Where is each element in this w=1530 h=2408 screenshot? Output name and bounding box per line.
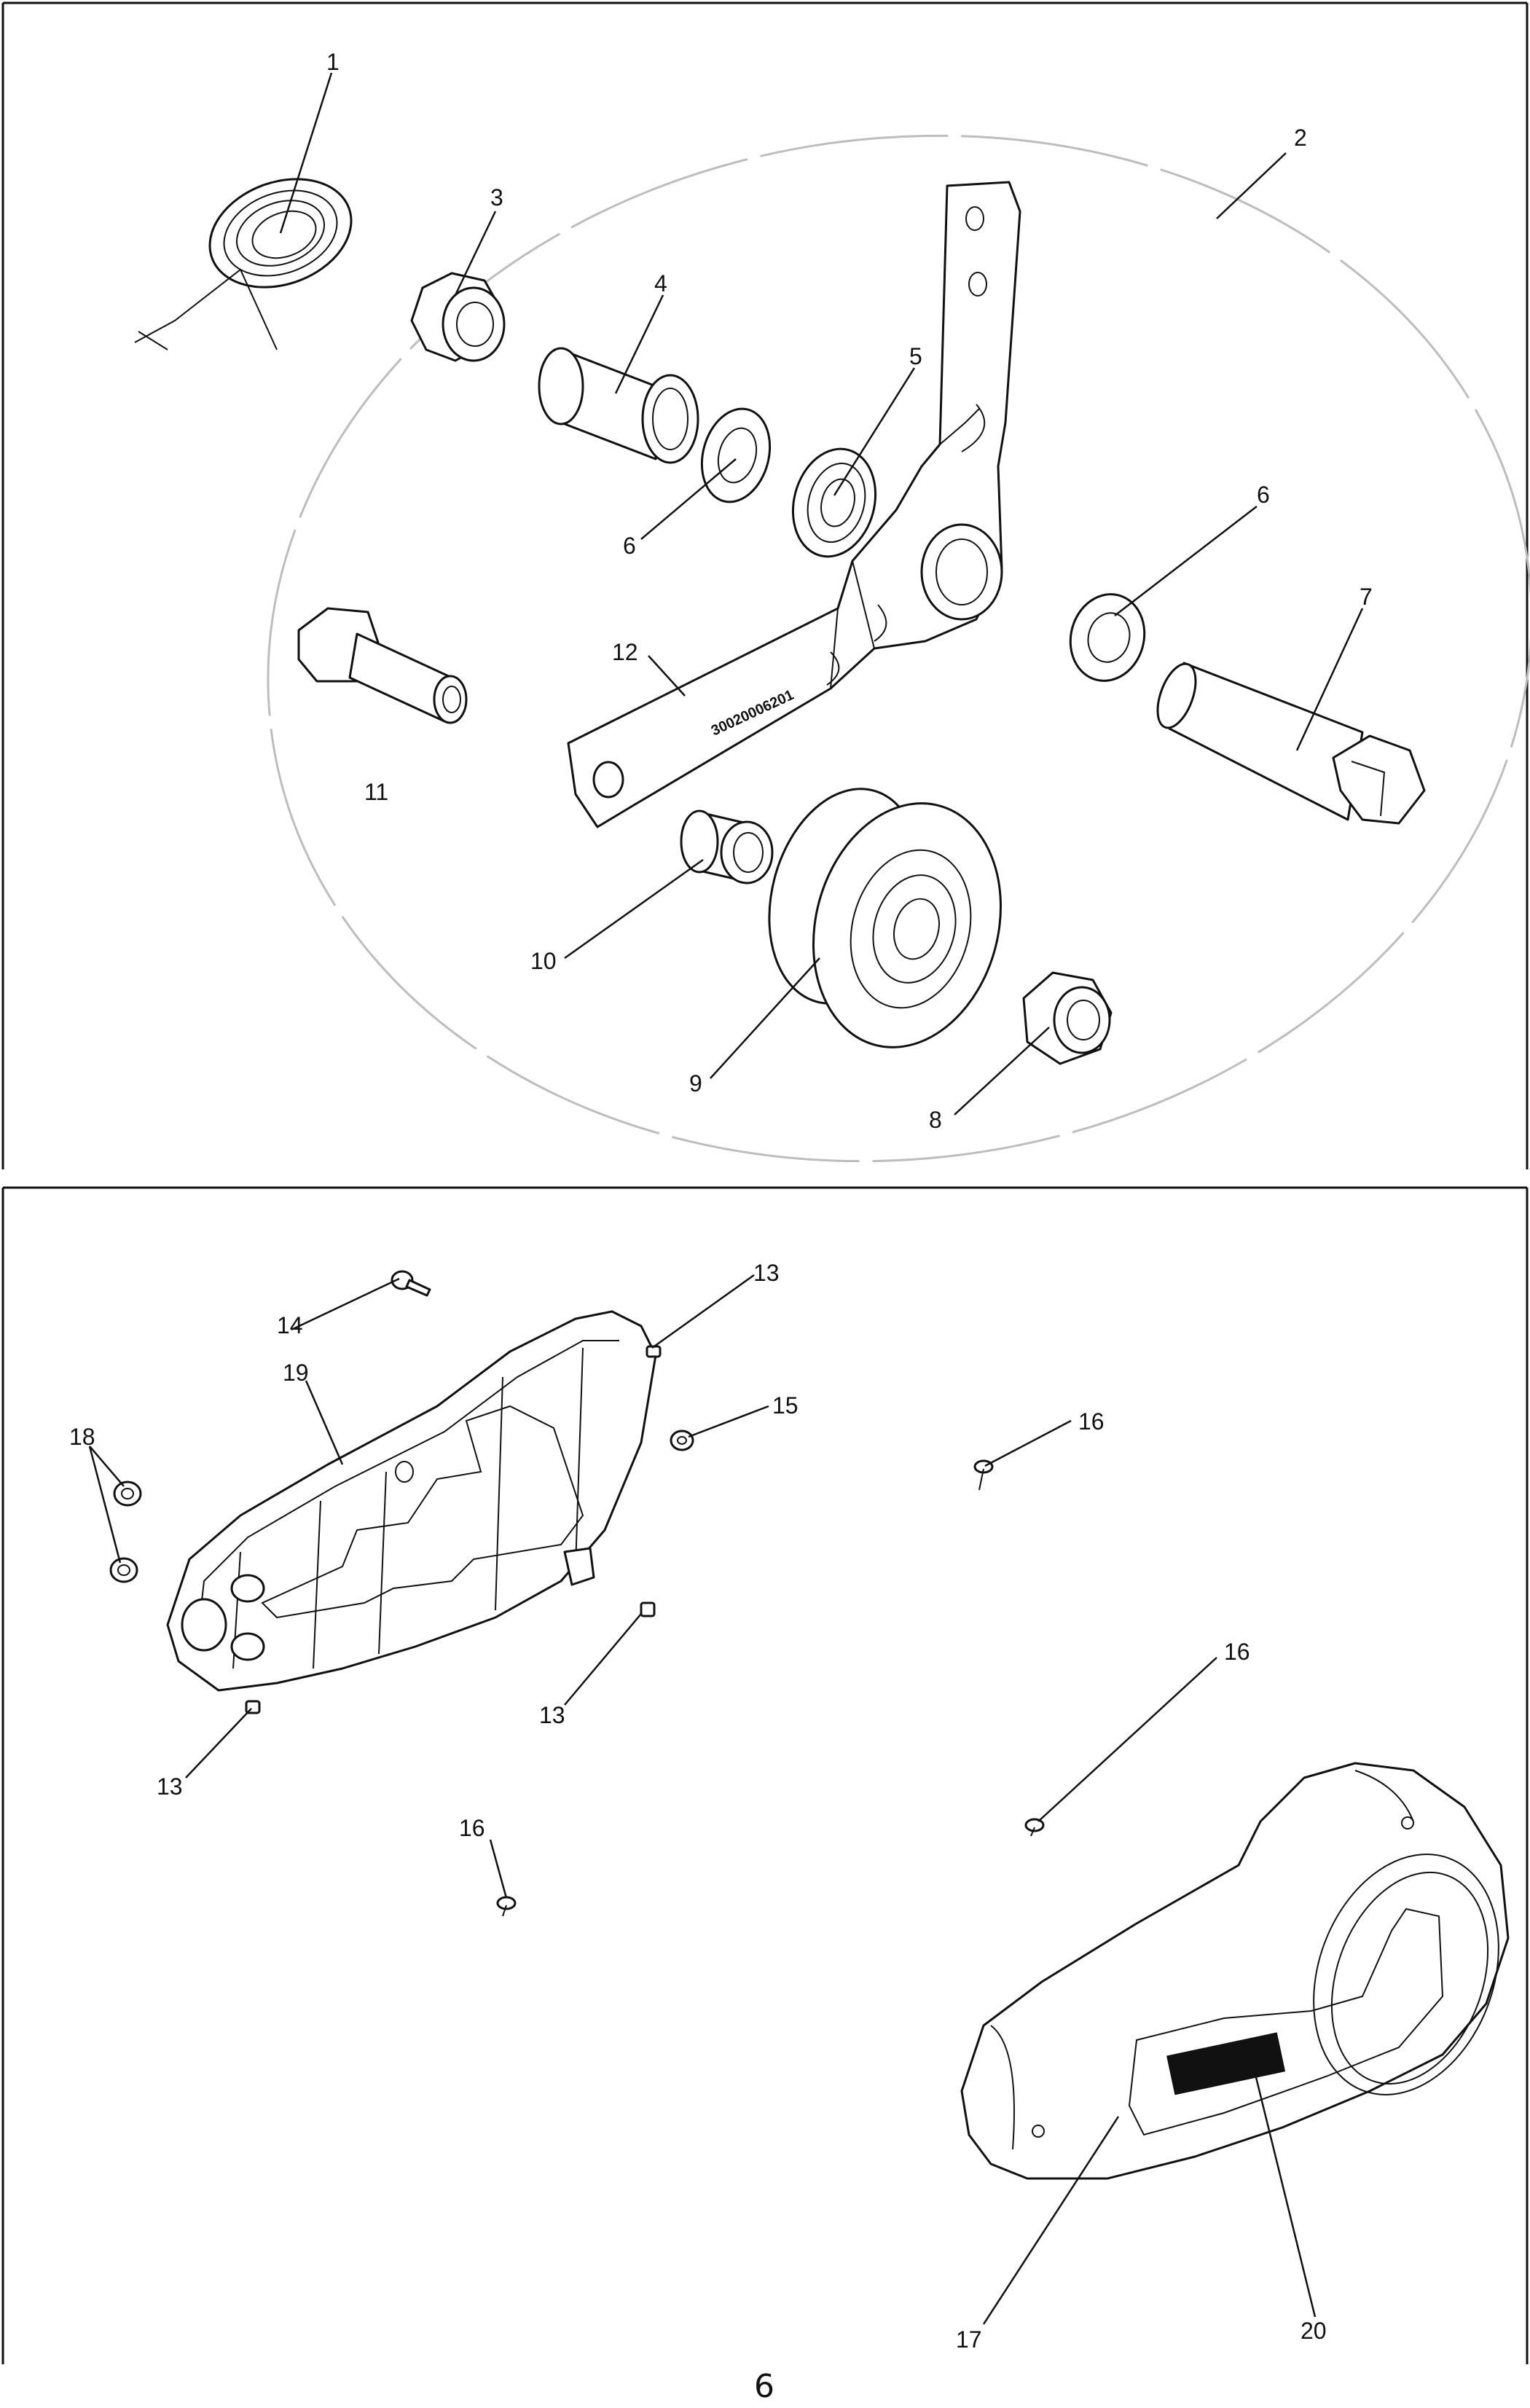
callout-16-left: 16 (459, 1815, 485, 1841)
callout-13-center: 13 (539, 1702, 565, 1728)
leader-13-center (564, 1613, 642, 1706)
callout-9: 9 (689, 1070, 702, 1097)
page-number: 6 (754, 2368, 774, 2405)
callout-19: 19 (283, 1360, 309, 1386)
callout-20: 20 (1300, 2318, 1327, 2344)
lock-nut-lower (1022, 971, 1113, 1065)
callout-3: 3 (490, 184, 503, 211)
clip-nut-13-center (640, 1601, 656, 1617)
inner-belt-cover (166, 1310, 657, 1692)
hex-bolt (297, 607, 468, 724)
callout-14: 14 (277, 1312, 303, 1338)
callout-5: 5 (909, 343, 922, 369)
screw-16-right-upper (973, 1459, 994, 1491)
callout-8: 8 (929, 1107, 942, 1133)
leader-15 (688, 1405, 769, 1438)
spacer-bushing (680, 809, 774, 885)
lock-nut-upper (410, 272, 506, 362)
callout-13-left: 13 (157, 1773, 183, 1800)
leader-8 (954, 1027, 1050, 1115)
leader-18-a (89, 1446, 125, 1487)
callout-18: 18 (69, 1424, 95, 1450)
nut-18-lower (109, 1557, 138, 1583)
idler-arm: 30020006201 (567, 181, 1021, 828)
leader-18-b (88, 1446, 122, 1564)
leader-9 (710, 957, 820, 1079)
torsion-spring (134, 178, 353, 350)
callout-4: 4 (654, 270, 667, 297)
callout-2: 2 (1294, 125, 1307, 151)
idler-pulley (768, 788, 1003, 1048)
leader-16-right-upper (984, 1419, 1072, 1467)
callout-16-right-upper: 16 (1078, 1408, 1105, 1435)
callout-13-top: 13 (753, 1260, 780, 1286)
leader-13-top (651, 1274, 755, 1349)
flanged-bushing (791, 447, 877, 558)
callout-16-right-lower: 16 (1224, 1639, 1250, 1665)
flat-washer-left (700, 407, 772, 503)
screw-14 (391, 1270, 431, 1297)
shoulder-bolt (1156, 662, 1426, 825)
callout-6a: 6 (623, 533, 636, 559)
leader-1 (279, 72, 333, 234)
leader-17 (982, 2116, 1120, 2325)
leader-13-left (185, 1708, 252, 1778)
leader-4 (614, 294, 664, 394)
callout-10: 10 (530, 948, 557, 974)
flat-washer-right (1069, 593, 1146, 682)
leader-14 (291, 1277, 400, 1331)
assembly-boundary-ellipse (267, 134, 1530, 1163)
callout-7: 7 (1360, 584, 1373, 610)
callout-11: 11 (364, 779, 388, 805)
leader-12 (648, 655, 686, 697)
leader-3 (454, 211, 497, 296)
leader-6a (640, 458, 737, 540)
callout-17: 17 (956, 2326, 982, 2353)
bushing-sleeve (538, 347, 699, 464)
leader-16-left (489, 1839, 508, 1899)
leader-20 (1252, 2065, 1317, 2318)
nut-18-upper (113, 1481, 142, 1507)
leader-5 (833, 367, 916, 496)
outer-belt-cover (960, 1762, 1510, 2180)
leader-10 (564, 858, 704, 960)
leader-7 (1295, 608, 1364, 751)
screw-16-right-lower (1024, 1818, 1045, 1837)
warning-decal (1166, 2032, 1286, 2095)
nut-15 (670, 1429, 694, 1451)
screw-16-left (496, 1896, 517, 1917)
callout-6b: 6 (1257, 482, 1270, 508)
callout-12: 12 (612, 639, 638, 665)
leader-16-right-lower (1037, 1657, 1217, 1822)
leader-6b (1114, 506, 1258, 616)
callout-1: 1 (326, 49, 340, 75)
leader-2 (1216, 152, 1287, 219)
leader-19 (305, 1380, 344, 1465)
callout-15: 15 (772, 1392, 799, 1419)
